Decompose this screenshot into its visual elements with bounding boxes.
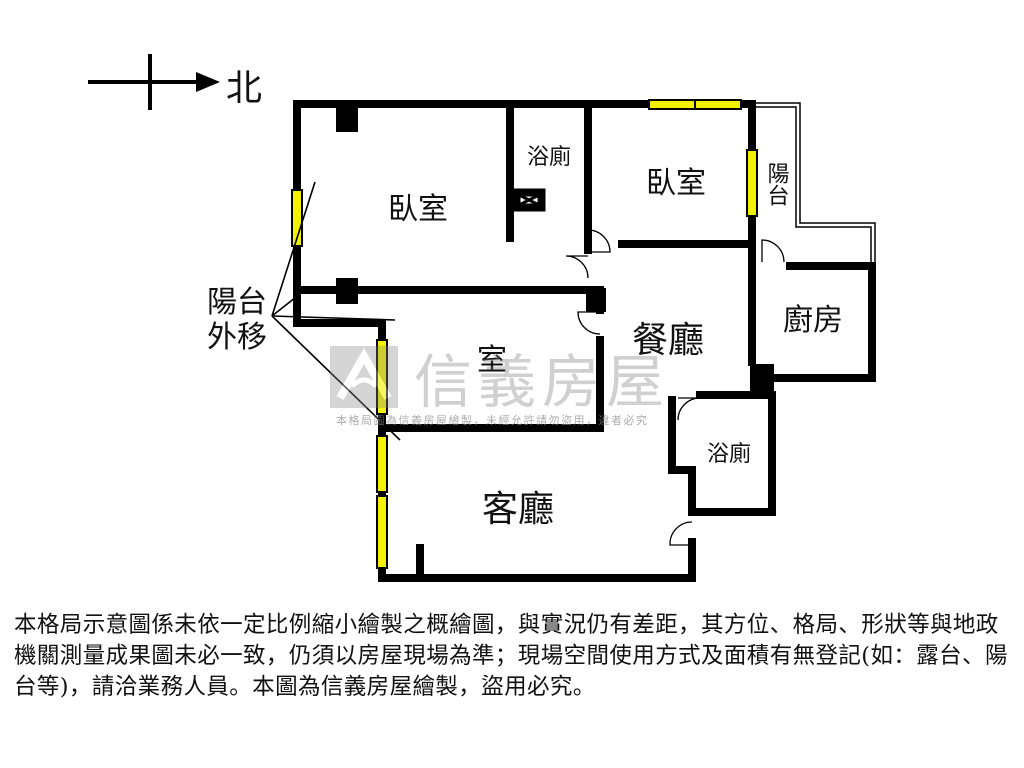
bath-1-label: 浴廁	[527, 145, 571, 170]
doors	[565, 229, 785, 546]
watermark-brand: 信義房屋	[330, 335, 670, 419]
watermark-note: 本格局圖為信義房屋繪製，未經允許請勿盜用，違者必究	[336, 414, 649, 427]
disclaimer-text: 本格局示意圖係未依一定比例縮小繪製之概繪圖，與實況仍有差距，其方位、格局、形狀等…	[14, 612, 1008, 700]
kitchen-label: 廚房	[783, 303, 843, 338]
balcony-moved-line2: 外移	[207, 320, 267, 355]
watermark-brand-text: 信義房屋	[414, 348, 671, 416]
annotation-lines	[271, 181, 401, 441]
floor-plan: 北	[88, 54, 876, 582]
balcony-outline	[752, 102, 876, 266]
balcony-label: 陽台	[764, 162, 789, 206]
bath-fixture-icon	[512, 188, 546, 212]
balcony-moved-line1: 陽台	[207, 285, 267, 320]
living-label: 客廳	[482, 489, 554, 530]
north-arrow-icon	[88, 54, 220, 110]
north-label: 北	[226, 68, 262, 109]
bedroom-1-label: 臥室	[388, 192, 448, 227]
room-label: 室	[477, 343, 507, 378]
dining-label: 餐廳	[632, 320, 704, 361]
svg-text:陽台: 陽台	[764, 162, 789, 206]
windows	[291, 99, 758, 569]
bedroom-2-label: 臥室	[646, 166, 706, 201]
columns	[336, 108, 774, 394]
bath-2-label: 浴廁	[707, 442, 751, 467]
logo-icon	[330, 346, 398, 408]
